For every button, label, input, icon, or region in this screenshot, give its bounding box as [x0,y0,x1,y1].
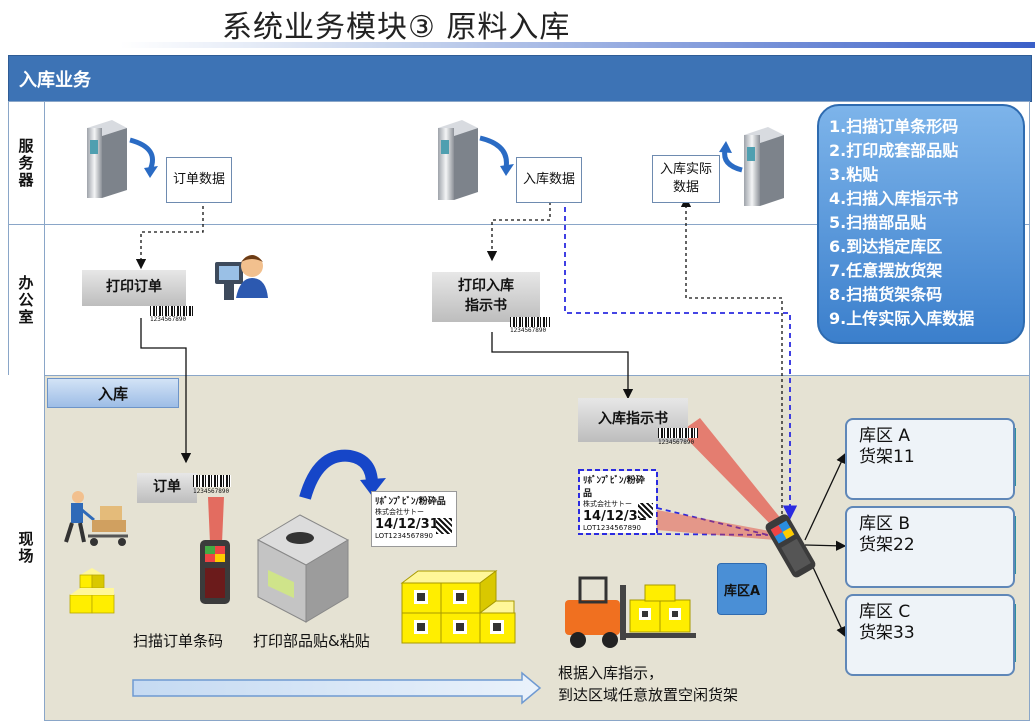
site-lane-label: 现场 [8,375,45,721]
barcode-number: 1234567890 [658,439,695,446]
order-data-doc: 订单数据 [166,157,232,203]
print-order-slip: 打印订单 [82,270,186,306]
zone-a-name: 库区 A [859,426,911,446]
barcode-number: 1234567890 [510,327,547,334]
curved-arrow-icon [299,449,378,500]
curved-arrow-icon [479,135,509,169]
title-underline [120,42,1035,48]
worker-with-cart-icon [64,491,128,546]
handheld-scanner-icon [200,540,230,604]
steps-panel: 1.扫描订单条形码 2.打印成套部品贴 3.粘贴 4.扫描入库指示书 5.扫描部… [817,104,1025,344]
step-1: 1.扫描订单条形码 [829,117,959,136]
barcode-icon [510,317,550,327]
actual-inbound-data-doc: 入库实际 数据 [652,155,720,203]
server-icon [87,120,127,198]
zone-a-shelf: 货架11 [859,447,915,468]
server-icon [438,120,478,200]
scan-order-caption: 扫描订单条码 [133,632,224,650]
parts-label-card: ﾘﾎﾞﾝﾌﾟﾋﾞﾝ/粉砕品 株式会社サトー 14/12/31 LOT123456… [371,491,457,547]
zone-b-shelf: 货架22 [859,535,915,556]
step-9: 9.上传实际入库数据 [829,309,975,328]
server-lane-label: 服务器 [8,101,45,225]
print-instruction-slip: 打印入库 指示书 [432,272,540,322]
forklift-icon [565,576,696,648]
label-printer-icon [256,514,350,623]
header-bar: 入库业务 [8,55,1032,102]
step-2: 2.打印成套部品贴 [829,141,959,160]
office-worker-icon [215,255,268,300]
zone-a-badge: 库区A [717,563,767,615]
instruction-slip: 入库指示书 [578,398,688,442]
barcode-icon [150,306,194,316]
inbound-data-doc: 入库数据 [516,157,582,203]
server-icon [744,127,784,206]
barcode-icon [658,428,698,438]
zone-b-name: 库区 B [859,514,911,534]
step-6: 6.到达指定库区 [829,237,943,256]
route-arrow [132,671,542,705]
scanned-label-card: ﾘﾎﾞﾝﾌﾟﾋﾞﾝ/粉砕品 株式会社サトー 14/12/31 LOT123456… [580,471,656,533]
route-caption: 根据入库指示， 到达区域任意放置空闲货架 [558,664,739,704]
boxes-icon [69,568,115,614]
parts-boxes-icon [400,570,516,644]
site-tab: 入库 [47,378,179,408]
zone-c-box: 库区 C 货架33 [845,594,1015,676]
zone-b-box: 库区 B 货架22 [845,506,1015,588]
zone-c-shelf: 货架33 [859,623,915,644]
order-slip: 订单 [137,473,197,503]
barcode-number: 1234567890 [150,316,187,323]
print-label-caption: 打印部品贴&粘贴 [253,632,370,650]
curved-arrow-icon [722,149,743,173]
page-title: 系统业务模块③ 原料入库 [222,10,571,45]
step-5: 5.扫描部品贴 [829,213,927,232]
step-4: 4.扫描入库指示书 [829,189,959,208]
zone-c-name: 库区 C [859,602,911,622]
barcode-icon [193,475,231,487]
zone-a-box: 库区 A 货架11 [845,418,1015,500]
header-title: 入库业务 [19,70,91,91]
step-7: 7.任意摆放货架 [829,261,943,280]
step-8: 8.扫描货架条码 [829,285,943,304]
step-3: 3.粘贴 [829,165,879,184]
handheld-scanner-icon [765,514,816,578]
barcode-number: 1234567890 [193,488,230,495]
office-lane-label: 办公室 [8,224,45,376]
curved-arrow-icon [129,137,155,172]
